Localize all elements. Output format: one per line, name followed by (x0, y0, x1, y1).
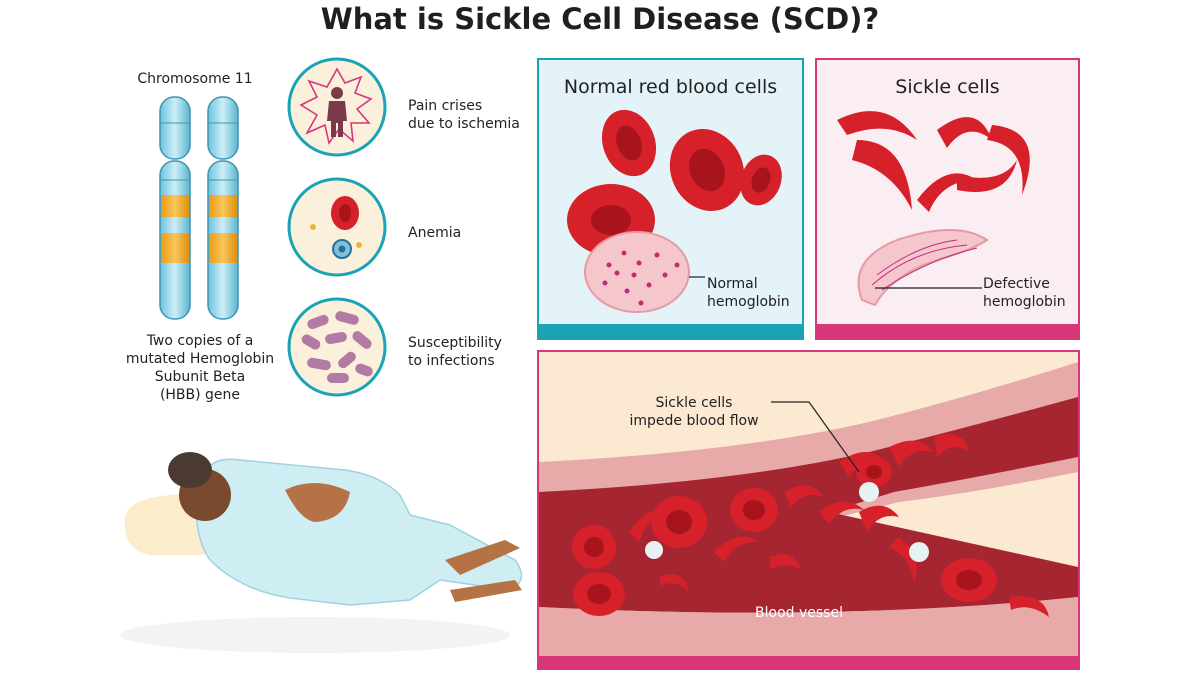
callout-line: hemoglobin (707, 294, 790, 310)
normal-cells-panel: Normal red blood cells Normal hemoglobin (537, 58, 804, 340)
sickle-cell-icon (937, 117, 992, 148)
symptom-line: Anemia (408, 225, 462, 241)
sickle-cells-panel: Sickle cells Defective hemoglobin (815, 58, 1080, 340)
sickle-cell-icon (769, 553, 801, 570)
page-title: What is Sickle Cell Disease (SCD)? (320, 2, 880, 36)
sickle-cell-icon (1009, 596, 1049, 617)
sickle-cell-icon (957, 160, 1017, 192)
sickle-cell-icon (917, 173, 977, 212)
callout-line: Defective (983, 276, 1050, 292)
red-blood-cell-icon (669, 129, 745, 211)
chromosome-label: Chromosome 11 (137, 71, 253, 87)
blood-vessel-illustration (539, 352, 1078, 656)
red-blood-cell-icon (601, 109, 657, 177)
symptom-line: due to ischemia (408, 116, 520, 132)
normal-panel-title: Normal red blood cells (563, 76, 778, 98)
chromosome-illustration (159, 96, 239, 320)
sickle-cell-icon (837, 111, 917, 140)
sickle-cell-icon (859, 505, 899, 532)
normal-hemoglobin-cell-icon (584, 231, 690, 313)
chromatid-left (159, 96, 191, 320)
sickle-cell-icon (852, 140, 912, 210)
pain-crises-icon (287, 57, 387, 157)
white-cell-icon (645, 541, 663, 559)
red-blood-cell-icon (651, 496, 707, 548)
red-blood-cell-icon (856, 456, 892, 488)
defective-hemoglobin-cell-icon (857, 229, 989, 307)
sickle-cell-icon (659, 574, 689, 592)
blood-vessel-panel: Sickle cells impede blood flow Blood ves… (537, 350, 1080, 670)
normal-cells-illustration (567, 109, 782, 313)
sickle-cell-icon (629, 509, 674, 542)
defective-hemoglobin-callout: Defective hemoglobin (983, 275, 1078, 311)
gown-icon (195, 458, 523, 606)
chromatid-right (207, 96, 239, 320)
anemia-icon (287, 177, 387, 277)
infection-icon (287, 297, 387, 397)
symptom-infection-label: Susceptibility to infections (408, 334, 533, 370)
sickle-cell-icon (819, 501, 864, 524)
normal-hemoglobin-callout: Normal hemoglobin (707, 275, 802, 311)
sickle-cell-icon (839, 452, 884, 477)
arm-icon (285, 482, 350, 522)
caption-line: Subunit Beta (154, 369, 246, 385)
white-cell-icon (909, 542, 929, 562)
callout-line: hemoglobin (983, 294, 1066, 310)
symptom-pain-label: Pain crises due to ischemia (408, 97, 528, 133)
symptom-circles (287, 57, 387, 397)
sickle-cells-illustration (837, 111, 1030, 307)
vessel-label: Blood vessel (755, 605, 843, 621)
caption-line: Two copies of a (146, 333, 254, 349)
symptom-line: Pain crises (408, 98, 483, 114)
callout-line: Normal (707, 276, 758, 292)
sickle-panel-title: Sickle cells (895, 76, 1000, 98)
red-blood-cell-icon (573, 572, 625, 616)
symptom-line: to infections (408, 353, 495, 369)
symptom-anemia-label: Anemia (408, 224, 528, 242)
patient-illustration (120, 452, 523, 653)
caption-line: (HBB) gene (159, 387, 241, 403)
callout-line: Sickle cells (655, 395, 733, 411)
callout-leader-line (771, 401, 860, 473)
red-blood-cell-icon (740, 154, 782, 206)
sickle-cell-icon (934, 434, 969, 457)
caption-line: mutated Hemoglobin (125, 351, 275, 367)
red-blood-cell-icon (941, 558, 997, 602)
symptom-line: Susceptibility (408, 335, 502, 351)
callout-line: impede blood flow (629, 413, 759, 429)
sickle-cell-icon (714, 536, 759, 562)
sickle-cell-icon (987, 125, 1030, 195)
red-blood-cell-icon (572, 525, 616, 569)
sickle-flow-callout: Sickle cells impede blood flow (609, 394, 779, 430)
foot-icon (445, 540, 520, 575)
white-cell-icon (859, 482, 879, 502)
sickle-cell-icon (784, 485, 824, 507)
sickle-cell-icon (889, 440, 934, 467)
red-blood-cell-icon (730, 488, 778, 532)
chromosome-caption: Two copies of a mutated Hemoglobin Subun… (115, 332, 285, 404)
